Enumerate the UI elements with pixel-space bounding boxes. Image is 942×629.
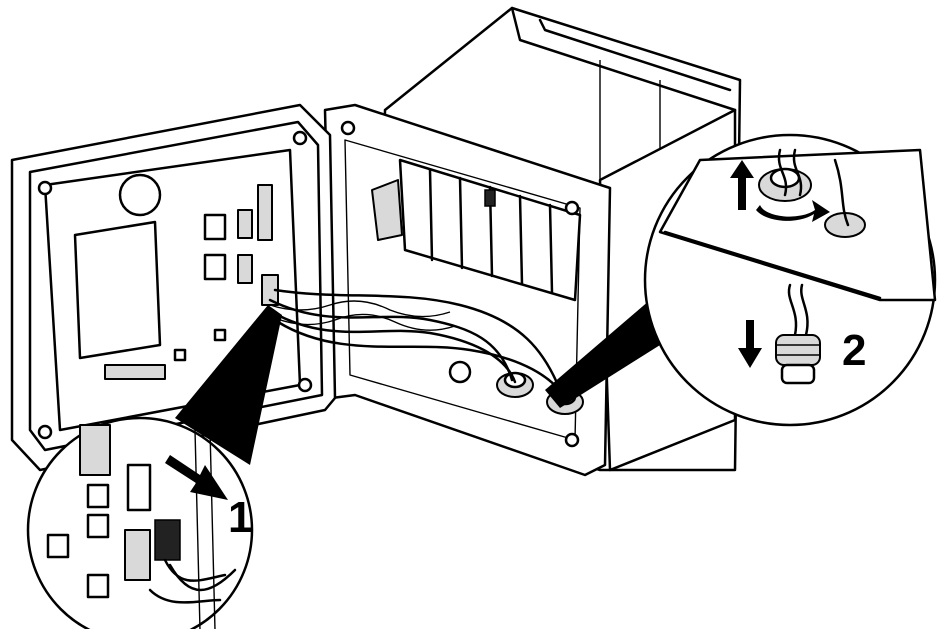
screw-icon bbox=[292, 130, 308, 146]
removed-cable-gland bbox=[775, 334, 821, 366]
front-housing bbox=[323, 103, 612, 477]
callout-2-magnifier: 2 bbox=[545, 133, 937, 427]
battery-icon bbox=[118, 173, 162, 217]
screw-icon bbox=[37, 424, 53, 440]
screw-icon bbox=[564, 200, 580, 216]
arrow-down-right-icon bbox=[165, 455, 228, 500]
screw-icon bbox=[297, 377, 313, 393]
callout-1-label: 1 bbox=[228, 493, 252, 542]
callout-1-magnifier: 1 bbox=[26, 305, 282, 629]
cable-bundle bbox=[268, 288, 568, 400]
arrow-down-icon bbox=[738, 320, 762, 368]
screw-icon bbox=[340, 120, 356, 136]
knockout-hole bbox=[448, 360, 472, 384]
screw-icon bbox=[37, 180, 53, 196]
connector-plug bbox=[154, 519, 181, 561]
screw-icon bbox=[564, 432, 580, 448]
rotate-arrow-icon bbox=[756, 200, 830, 222]
arrow-up-icon bbox=[730, 160, 754, 210]
open-door-panel bbox=[10, 103, 337, 472]
callout-2-label: 2 bbox=[842, 326, 866, 375]
module-bracket bbox=[371, 158, 582, 302]
